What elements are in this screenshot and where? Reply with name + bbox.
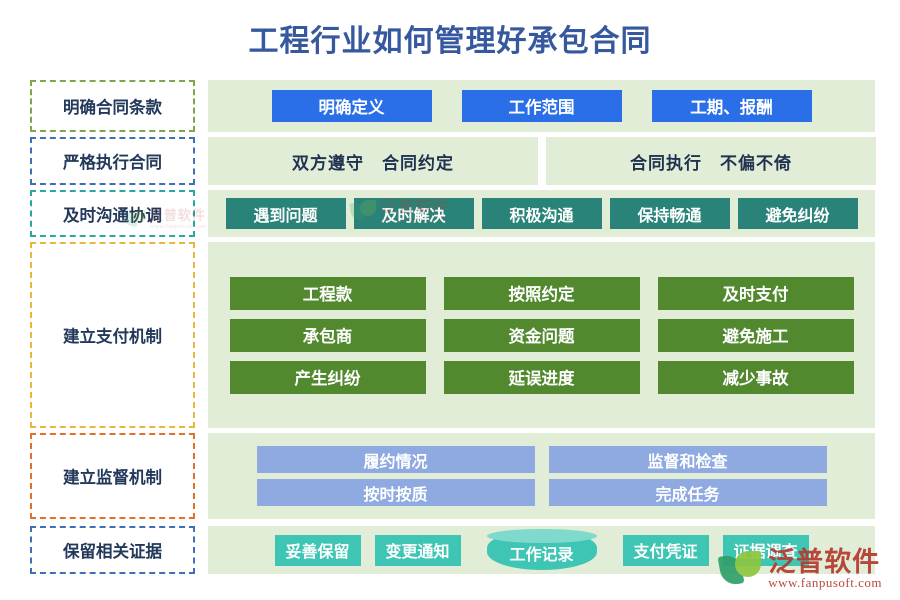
cylinder-top-icon xyxy=(486,529,597,543)
row-label-supervision-mechanism[interactable]: 建立监督机制 xyxy=(30,433,195,519)
panel-line: 双方遵守 合同约定 合同执行 不偏不倚 xyxy=(208,137,876,185)
row-label-strict-execution[interactable]: 严格执行合同 xyxy=(30,137,195,185)
panel-line: 妥善保留 变更通知 工作记录 支付凭证 证据调查 xyxy=(218,529,865,570)
panel-line: 履约情况 监督和检查 xyxy=(218,446,865,473)
chip-cause-dispute[interactable]: 产生纠纷 xyxy=(229,360,426,394)
row-panel-timely-communication: 遇到问题 及时解决 积极沟通 保持畅通 避免纠纷 xyxy=(208,190,875,237)
panel-line: 产生纠纷 延误进度 减少事故 xyxy=(218,360,865,394)
row-contract-terms: 明确合同条款 明确定义 工作范围 工期、报酬 xyxy=(30,80,875,132)
chip-complete-task[interactable]: 完成任务 xyxy=(548,479,827,506)
panel-line: 按时按质 完成任务 xyxy=(218,479,865,506)
chip-on-time-quality[interactable]: 按时按质 xyxy=(256,479,535,506)
chip-evidence-investigation[interactable]: 证据调查 xyxy=(722,534,809,566)
row-label-retain-evidence[interactable]: 保留相关证据 xyxy=(30,526,195,574)
row-timely-communication: 及时沟通协调 遇到问题 及时解决 积极沟通 保持畅通 避免纠纷 xyxy=(30,190,875,237)
chip-change-notice[interactable]: 变更通知 xyxy=(374,534,461,566)
row-strict-execution: 严格执行合同 双方遵守 合同约定 合同执行 不偏不倚 xyxy=(30,137,876,185)
chip-mutual-compliance[interactable]: 双方遵守 合同约定 xyxy=(208,137,538,185)
chip-project-funds[interactable]: 工程款 xyxy=(229,276,426,310)
row-label-timely-communication[interactable]: 及时沟通协调 xyxy=(30,190,195,237)
panel-line: 明确定义 工作范围 工期、报酬 xyxy=(218,90,865,122)
chip-funding-issue[interactable]: 资金问题 xyxy=(443,318,640,352)
chip-per-agreement[interactable]: 按照约定 xyxy=(443,276,640,310)
panel-line: 工程款 按照约定 及时支付 xyxy=(218,276,865,310)
panel-line: 承包商 资金问题 避免施工 xyxy=(218,318,865,352)
chip-duration-payment[interactable]: 工期、报酬 xyxy=(651,90,812,122)
chip-work-record-cylinder[interactable]: 工作记录 xyxy=(486,529,597,570)
chip-clear-definition[interactable]: 明确定义 xyxy=(271,90,432,122)
page-title: 工程行业如何管理好承包合同 xyxy=(248,25,652,58)
chip-work-record-label: 工作记录 xyxy=(509,546,574,564)
chip-keep-channels-open[interactable]: 保持畅通 xyxy=(609,198,730,229)
chip-delay-progress[interactable]: 延误进度 xyxy=(443,360,640,394)
row-label-payment-mechanism[interactable]: 建立支付机制 xyxy=(30,242,195,428)
chip-impartial-execution[interactable]: 合同执行 不偏不倚 xyxy=(546,137,876,185)
chip-reduce-accidents[interactable]: 减少事故 xyxy=(657,360,854,394)
chip-timely-resolution[interactable]: 及时解决 xyxy=(353,198,474,229)
row-panel-retain-evidence: 妥善保留 变更通知 工作记录 支付凭证 证据调查 xyxy=(208,526,875,574)
row-panel-payment-mechanism: 工程款 按照约定 及时支付 承包商 资金问题 避免施工 产生纠纷 延误进度 减少 xyxy=(208,242,875,428)
chip-avoid-disputes[interactable]: 避免纠纷 xyxy=(737,198,858,229)
chip-performance-status[interactable]: 履约情况 xyxy=(256,446,535,473)
row-panel-strict-execution: 双方遵守 合同约定 合同执行 不偏不倚 xyxy=(208,137,876,185)
chip-payment-voucher[interactable]: 支付凭证 xyxy=(622,534,709,566)
watermark-url: www.fanpusoft.com xyxy=(768,575,882,591)
panel-line: 遇到问题 及时解决 积极沟通 保持畅通 避免纠纷 xyxy=(218,198,865,229)
chip-encounter-issue[interactable]: 遇到问题 xyxy=(225,198,346,229)
chip-supervise-inspect[interactable]: 监督和检查 xyxy=(548,446,827,473)
row-supervision-mechanism: 建立监督机制 履约情况 监督和检查 按时按质 完成任务 xyxy=(30,433,875,519)
chip-avoid-construction-halt[interactable]: 避免施工 xyxy=(657,318,854,352)
row-panel-supervision-mechanism: 履约情况 监督和检查 按时按质 完成任务 xyxy=(208,433,875,519)
chip-contractor[interactable]: 承包商 xyxy=(229,318,426,352)
chip-safe-keeping[interactable]: 妥善保留 xyxy=(274,534,361,566)
chip-timely-payment[interactable]: 及时支付 xyxy=(657,276,854,310)
row-label-contract-terms[interactable]: 明确合同条款 xyxy=(30,80,195,132)
row-payment-mechanism: 建立支付机制 工程款 按照约定 及时支付 承包商 资金问题 避免施工 产生纠纷 xyxy=(30,242,875,428)
row-retain-evidence: 保留相关证据 妥善保留 变更通知 工作记录 支付凭证 证据调查 xyxy=(30,526,875,574)
chip-work-scope[interactable]: 工作范围 xyxy=(461,90,622,122)
spacer xyxy=(218,310,865,319)
spacer xyxy=(218,352,865,361)
row-panel-contract-terms: 明确定义 工作范围 工期、报酬 xyxy=(208,80,875,132)
chip-active-communication[interactable]: 积极沟通 xyxy=(481,198,602,229)
